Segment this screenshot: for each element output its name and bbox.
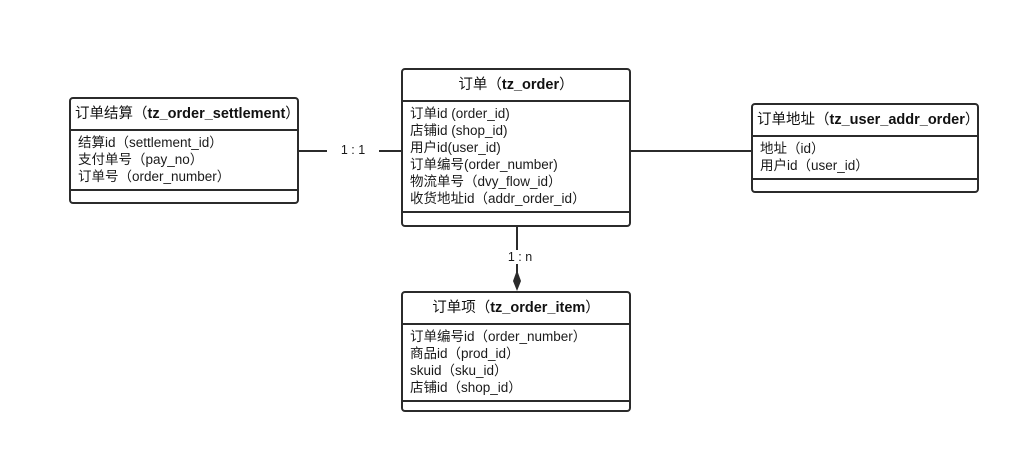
paren-open: （: [815, 112, 830, 128]
attribute-row: 结算id（settlement_id）: [78, 135, 223, 151]
entity-header-tz-user-addr-order: 订单地址（tz_user_addr_order）: [753, 105, 980, 138]
entity-header-tz-order-settlement: 订单结算（tz_order_settlement）: [71, 99, 300, 132]
entity-title-cn: 订单项: [432, 300, 476, 316]
paren-open: （: [487, 77, 502, 93]
entity-tz-order[interactable]: 订单（tz_order） 订单id (order_id) 店铺id (shop_…: [401, 68, 631, 227]
connector-order-to-addr: [631, 150, 751, 152]
paren-close: ）: [285, 106, 300, 122]
attribute-row: 订单号（order_number）: [78, 169, 231, 185]
attribute-row: 商品id（prod_id）: [410, 346, 520, 362]
entity-footer-tz-order-settlement: [71, 191, 297, 209]
entity-attributes-tz-order: 订单id (order_id) 店铺id (shop_id) 用户id(user…: [403, 102, 629, 214]
attribute-row: 支付单号（pay_no）: [78, 152, 204, 168]
entity-title-cn: 订单结算: [75, 106, 133, 122]
attribute-row: 订单id (order_id): [410, 106, 510, 122]
attribute-row: 店铺id（shop_id）: [410, 380, 522, 396]
paren-close: ）: [964, 112, 980, 128]
entity-tz-order-settlement[interactable]: 订单结算（tz_order_settlement） 结算id（settlemen…: [69, 97, 300, 204]
attribute-row: 物流单号（dvy_flow_id）: [410, 174, 562, 190]
attribute-row: 订单编号(order_number): [410, 157, 558, 173]
entity-attributes-tz-order-item: 订单编号id（order_number） 商品id（prod_id） skuid…: [403, 325, 629, 403]
entity-table-name: tz_order: [501, 77, 560, 93]
paren-open: （: [133, 106, 148, 122]
attribute-row: 地址（id）: [760, 141, 825, 157]
cardinality-label-order-item: 1 : n: [494, 250, 546, 264]
entity-attributes-tz-user-addr-order: 地址（id） 用户id（user_id）: [753, 137, 977, 181]
entity-title-cn: 订单: [458, 77, 488, 93]
paren-close: ）: [585, 300, 600, 316]
attribute-row: 用户id（user_id）: [760, 158, 869, 174]
paren-open: （: [475, 300, 491, 316]
paren-close: ）: [559, 77, 574, 93]
entity-tz-user-addr-order[interactable]: 订单地址（tz_user_addr_order） 地址（id） 用户id（use…: [751, 103, 979, 193]
attribute-row: 店铺id (shop_id): [410, 123, 508, 139]
entity-table-name: tz_order_item: [490, 300, 586, 316]
attribute-row: skuid（sku_id）: [410, 363, 508, 379]
entity-footer-tz-user-addr-order: [753, 180, 977, 198]
entity-header-tz-order: 订单（tz_order）: [403, 70, 629, 103]
attribute-row: 订单编号id（order_number）: [410, 329, 587, 345]
attribute-row: 收货地址id（addr_order_id）: [410, 191, 586, 207]
entity-table-name: tz_user_addr_order: [829, 112, 965, 128]
cardinality-label-settlement-order: 1 : 1: [327, 143, 379, 157]
entity-title-cn: 订单地址: [757, 112, 815, 128]
attribute-row: 用户id(user_id): [410, 140, 501, 156]
entity-header-tz-order-item: 订单项（tz_order_item）: [403, 293, 629, 326]
entity-tz-order-item[interactable]: 订单项（tz_order_item） 订单编号id（order_number） …: [401, 291, 631, 412]
entity-attributes-tz-order-settlement: 结算id（settlement_id） 支付单号（pay_no） 订单号（ord…: [71, 131, 297, 192]
entity-footer-tz-order-item: [403, 402, 629, 420]
entity-table-name: tz_order_settlement: [147, 106, 286, 122]
